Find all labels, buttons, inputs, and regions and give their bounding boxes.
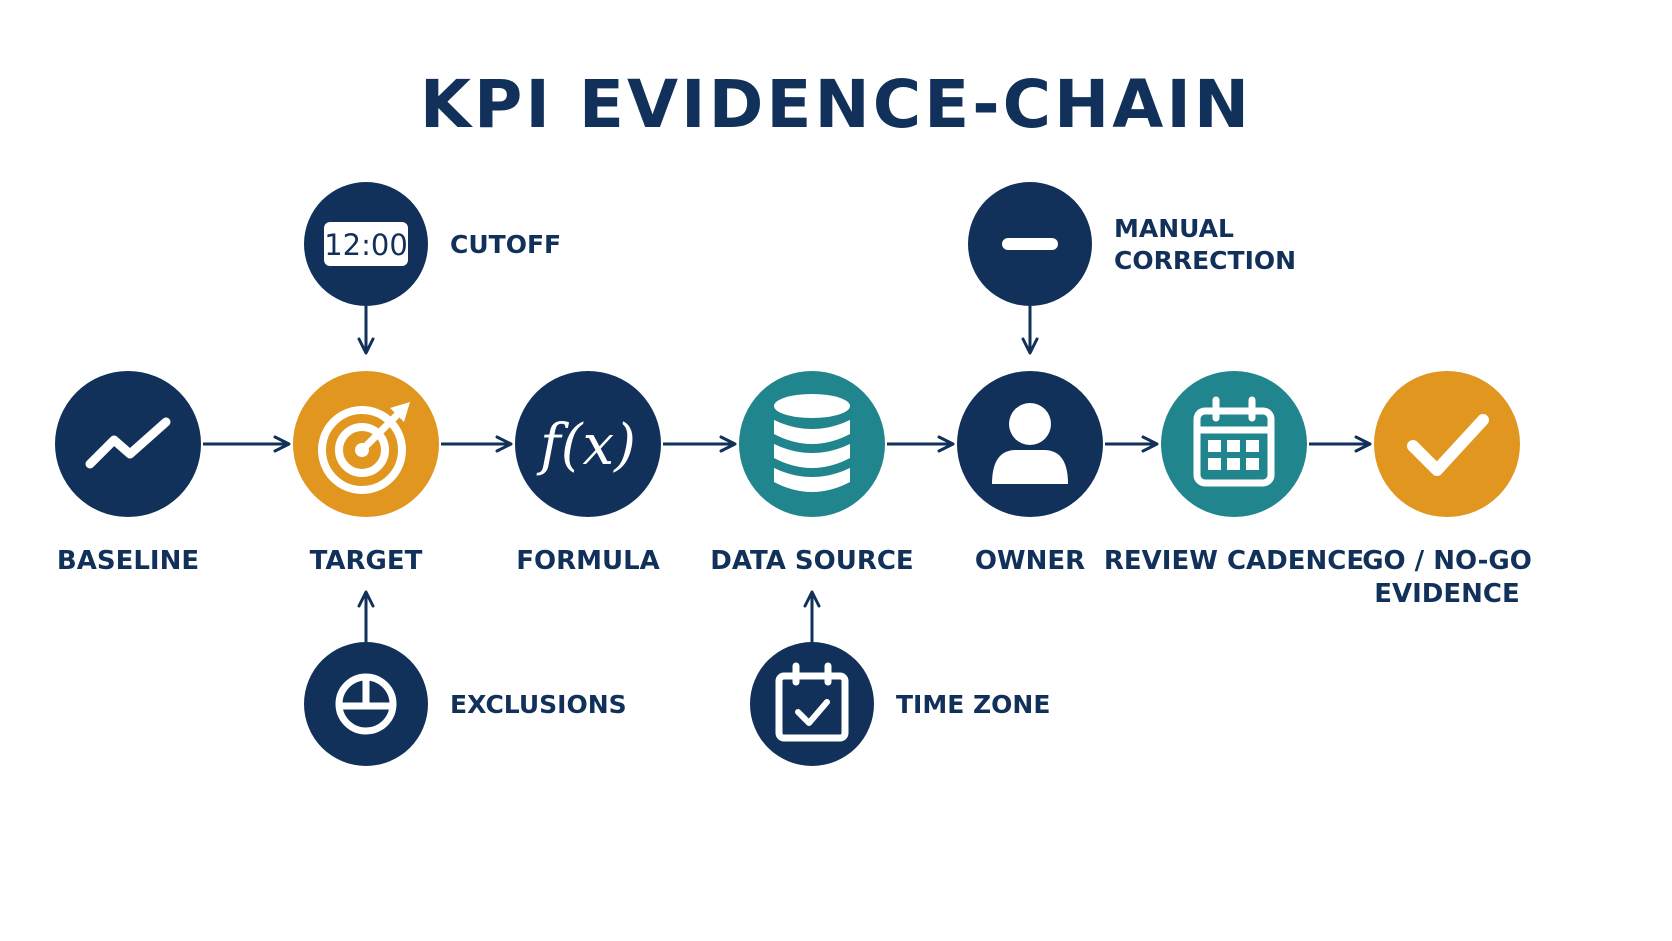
modifier-exclusions: EXCLUSIONS — [304, 642, 627, 766]
page-title: KPI EVIDENCE-CHAIN — [420, 66, 1252, 143]
modifier-label-cutoff: CUTOFF — [450, 230, 561, 259]
node-circle — [515, 371, 661, 517]
modifier-label-manual-correction: MANUAL — [1114, 214, 1234, 243]
clock-display-text: 12:00 — [324, 228, 408, 262]
node-data-source: DATA SOURCE — [710, 371, 914, 576]
node-target: TARGET — [293, 371, 439, 576]
modifier-circle — [750, 642, 874, 766]
exclusion-circle-icon — [335, 673, 397, 735]
node-circle — [1374, 371, 1520, 517]
modifier-manual-correction: MANUAL CORRECTION — [968, 182, 1296, 306]
node-circle — [55, 371, 201, 517]
node-owner: OWNER — [957, 371, 1103, 576]
minus-icon — [1002, 238, 1058, 250]
modifier-label-time-zone: TIME ZONE — [896, 690, 1050, 719]
modifier-time-zone: TIME ZONE — [750, 642, 1050, 766]
node-label-target: TARGET — [310, 546, 423, 576]
clock-display-icon: 12:00 — [324, 222, 408, 266]
node-label-go-no-go-evidence: GO / NO-GO — [1362, 546, 1532, 576]
modifier-label-exclusions: EXCLUSIONS — [450, 690, 627, 719]
node-label-review-cadence: REVIEW CADENCE — [1104, 546, 1364, 576]
modifier-cutoff: 12:00 CUTOFF — [304, 182, 561, 306]
node-label-baseline: BASELINE — [57, 546, 199, 576]
database-icon — [774, 394, 850, 492]
function-icon: f(x) — [536, 413, 636, 478]
node-label-data-source: DATA SOURCE — [710, 546, 913, 576]
calendar-icon — [1193, 396, 1275, 487]
modifier-label-manual-correction: CORRECTION — [1114, 246, 1296, 275]
node-formula: f(x) FORMULA — [515, 371, 661, 576]
calendar-check-icon — [775, 662, 849, 742]
target-arrow-icon — [318, 402, 410, 494]
connectors — [203, 306, 1372, 642]
node-label-go-no-go-evidence: EVIDENCE — [1374, 579, 1520, 609]
node-review-cadence: REVIEW CADENCE — [1104, 371, 1364, 576]
trend-line-icon — [85, 417, 171, 469]
node-baseline: BASELINE — [55, 371, 201, 576]
node-label-formula: FORMULA — [516, 546, 660, 576]
checkmark-icon — [1407, 414, 1489, 476]
modifier-nodes: 12:00 CUTOFF EXCLUSIONS TIME ZONE MANUAL CORR… — [304, 182, 1296, 766]
user-icon — [992, 403, 1068, 484]
function-icon-text: f(x) — [536, 413, 636, 478]
chain-nodes: BASELINE TARGET f(x) FORMULA DATA SOURCE OWNE… — [55, 371, 1532, 609]
node-label-owner: OWNER — [975, 546, 1085, 576]
